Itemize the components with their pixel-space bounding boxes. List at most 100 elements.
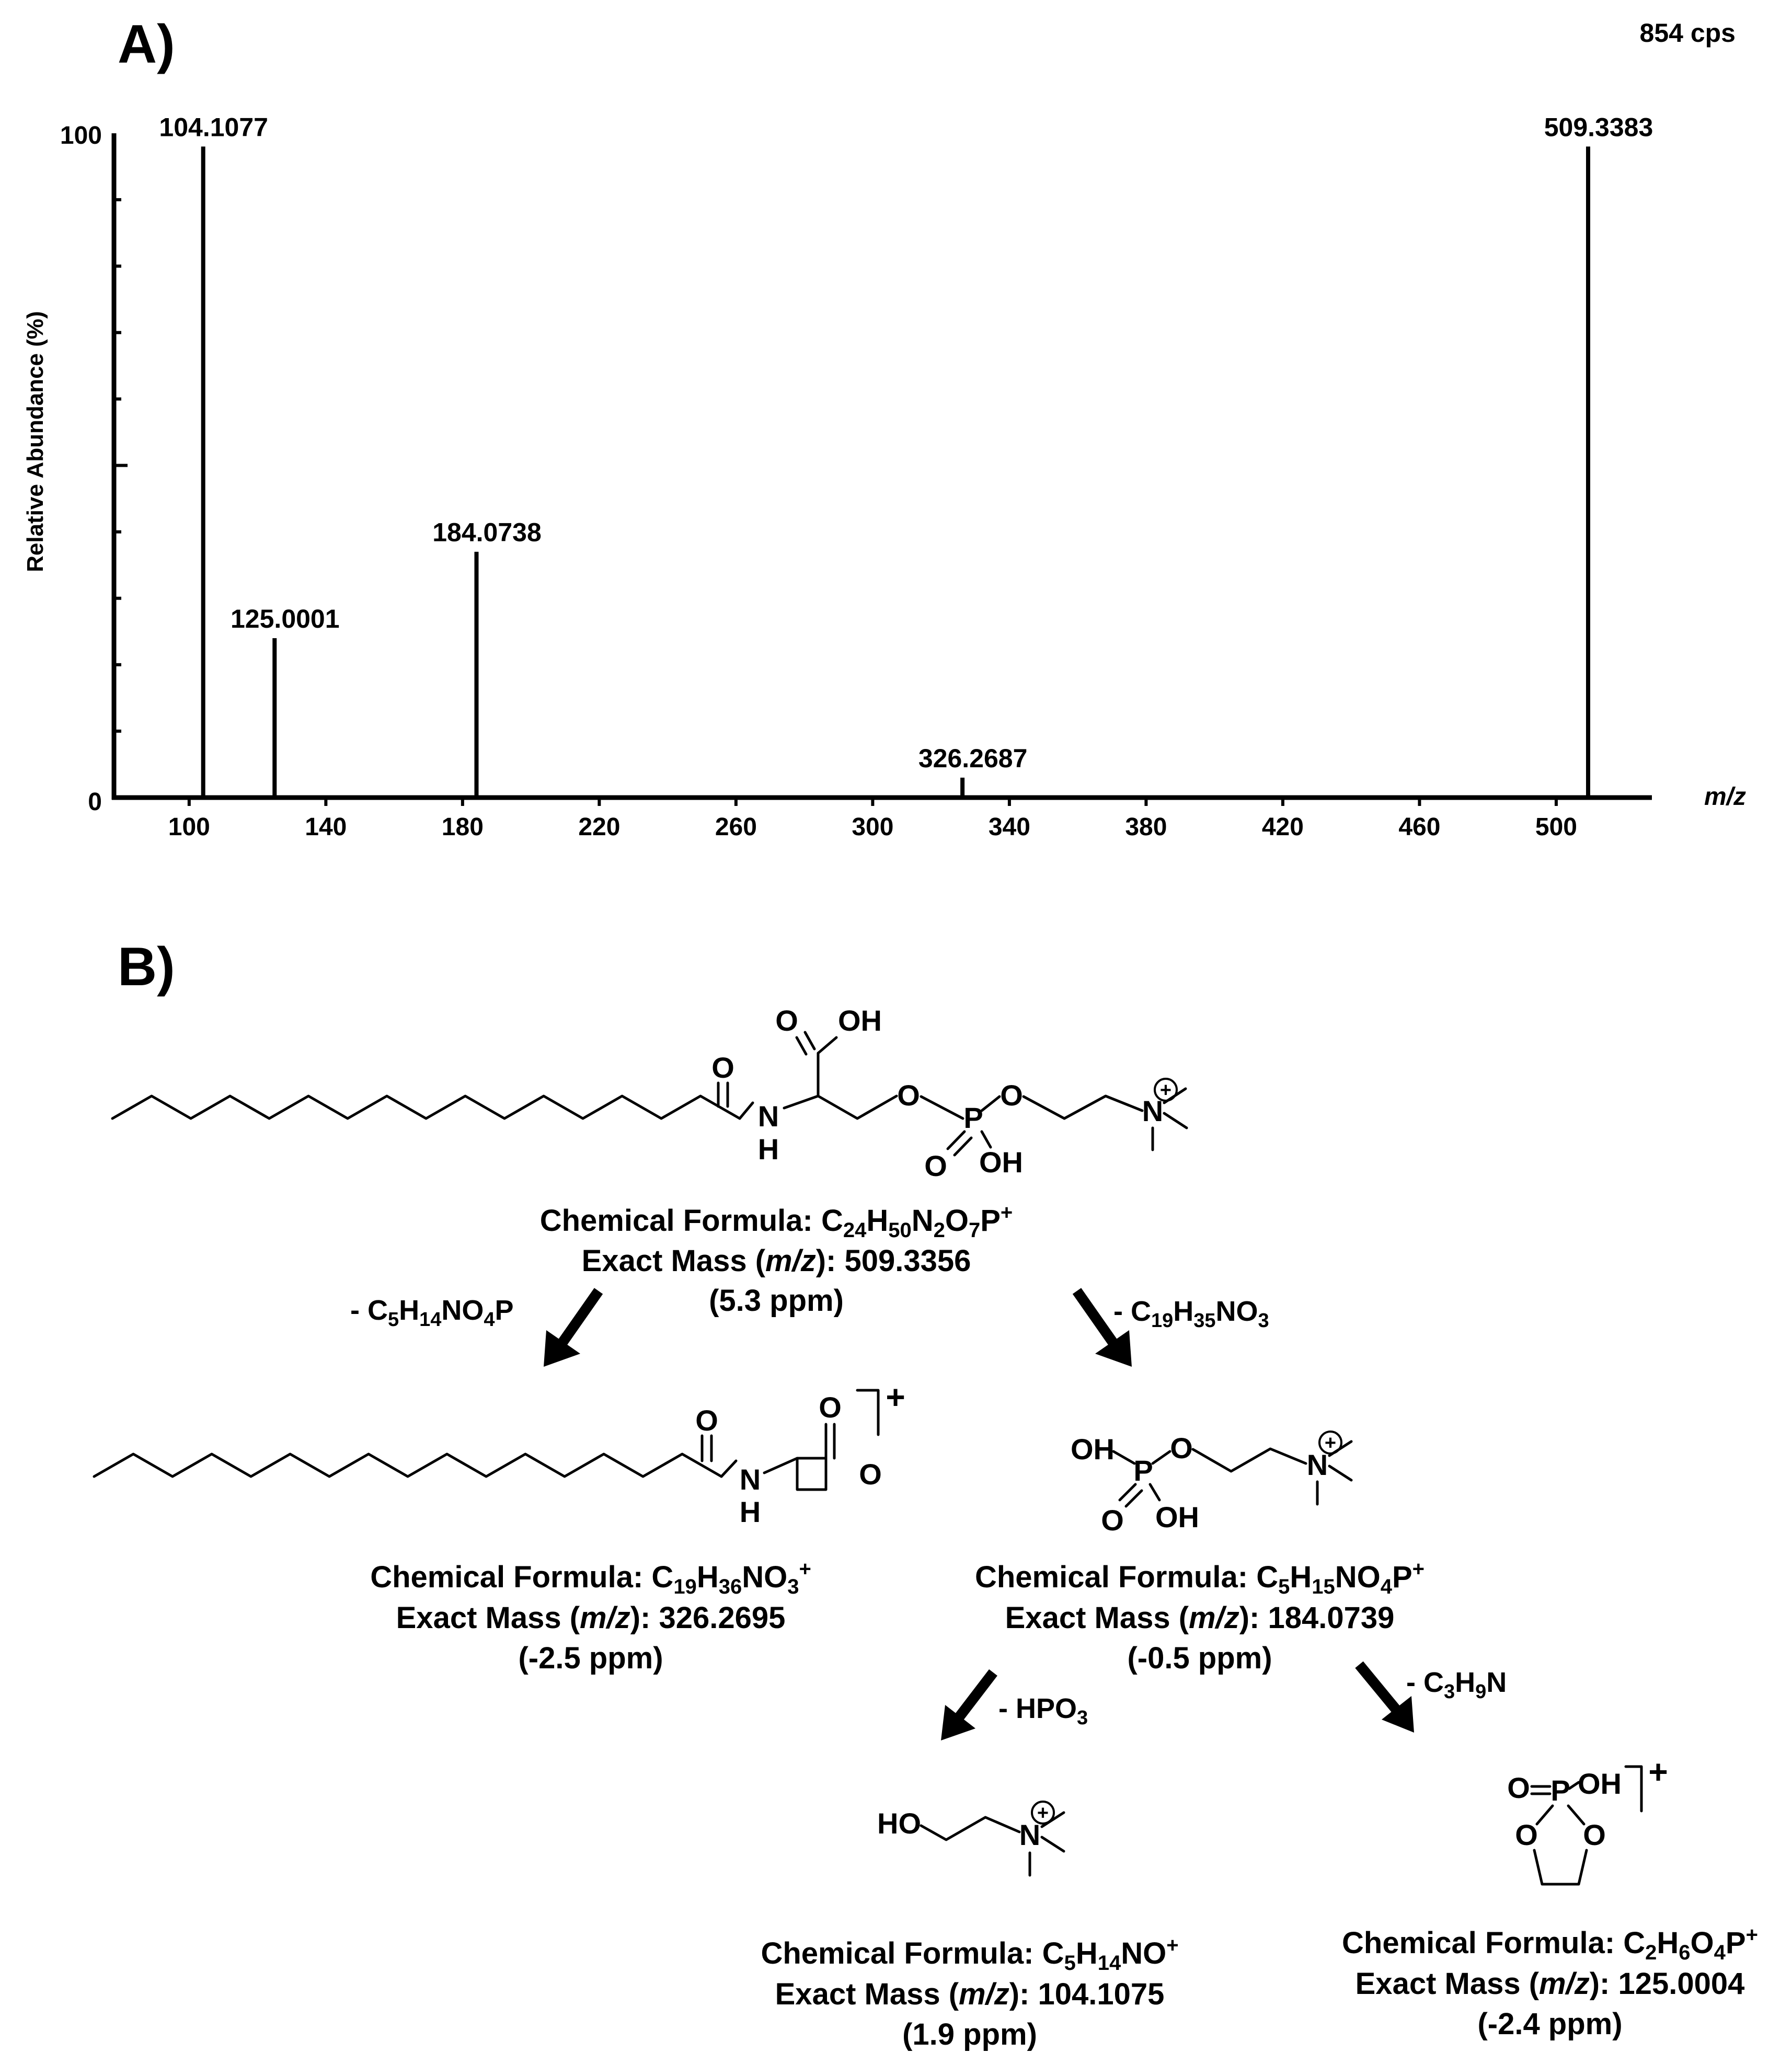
fragment-125-structure: O P OH O O + [1507,1753,1668,1886]
atom-p: P [1550,1774,1570,1807]
x-tick-label: 500 [1535,813,1577,841]
atom-n: N [1019,1818,1040,1851]
parent-structure: O N H O OH O P O O OH N + [111,1004,1188,1182]
fragment-326-mass: Exact Mass (m/z): 326.2695 [396,1601,786,1635]
bond [817,1036,838,1055]
parent-formula: Chemical Formula: C24H50N2O7P+ [540,1201,1013,1242]
x-tick-label: 260 [715,813,757,841]
atom-oh: OH [1071,1433,1115,1466]
bond [1148,1483,1161,1502]
peak-label: 509.3383 [1544,112,1653,142]
ring-bond [1533,1849,1588,1886]
atom-o: O [775,1004,798,1037]
acid-c-o-bond-b [795,1036,808,1056]
atom-o: O [1101,1504,1124,1537]
atom-o: O [1583,1818,1606,1851]
ring-bond [1567,1804,1586,1826]
fragment-104-ppm: (1.9 ppm) [902,2017,1037,2051]
y-tick-0: 0 [88,788,102,816]
charge-plus: + [1325,1432,1336,1454]
atom-p: P [1133,1454,1153,1487]
fragment-184-ppm: (-0.5 ppm) [1127,1641,1272,1675]
atom-o: O [819,1391,842,1424]
fragment-104-formula: Chemical Formula: C5H14NO+ [761,1934,1178,1975]
fatty-chain [93,1452,723,1478]
parent-ppm: (5.3 ppm) [709,1284,844,1318]
p-o-bond-a [1118,1483,1137,1502]
methyl-bond [1040,1836,1065,1853]
fragment-104-mass: Exact Mass (m/z): 104.1075 [775,1977,1165,2011]
atom-o: O [1170,1432,1193,1464]
y-tick-100: 100 [60,122,102,149]
panel-b-label: B) [118,937,175,997]
atom-h: H [740,1495,761,1528]
charge-circle [1031,1801,1055,1825]
fatty-chain [111,1094,741,1120]
arrow-to-104 [941,1669,997,1740]
bracket [856,1389,880,1436]
atom-o: O [711,1051,734,1084]
y-axis-label: Relative Abundance (%) [22,311,48,572]
charge-plus: + [1648,1753,1668,1791]
x-tick-label: 460 [1398,813,1440,841]
arrow-to-326 [544,1288,603,1367]
atom-o: O [897,1079,920,1112]
fragment-326-caption: Chemical Formula: C19H36NO3+ Exact Mass … [370,1558,811,1675]
atom-n: N [758,1100,779,1133]
x-tick-label: 380 [1125,813,1167,841]
bond [1568,1781,1580,1790]
fragment-326-formula: Chemical Formula: C19H36NO3+ [370,1558,811,1598]
loss-to-326: - C5H14NO4P [350,1295,514,1331]
bond [980,1130,992,1149]
peak-label: 184.0738 [432,518,542,547]
methyl-bond [1328,1440,1353,1457]
methyl-bond [1040,1811,1065,1828]
bond [738,1101,754,1120]
y-minor-ticks [114,198,128,733]
atom-h: H [758,1133,779,1166]
peak-label: 104.1077 [159,112,268,142]
x-tick-label: 220 [578,813,620,841]
p-o-bond-b [953,1136,973,1157]
arrow-to-184 [1072,1288,1132,1367]
atom-n: N [740,1463,761,1496]
parent-caption: Chemical Formula: C24H50N2O7P+ Exact Mas… [540,1201,1013,1318]
loss-to-125: - C3H9N [1406,1667,1507,1703]
methyl-bond [1328,1464,1353,1482]
loss-to-184: - C19H35NO3 [1113,1296,1269,1332]
fragment-184-formula: Chemical Formula: C5H15NO4P+ [975,1558,1425,1598]
fragment-125-caption: Chemical Formula: C2H6O4P+ Exact Mass (m… [1342,1923,1758,2041]
bond [1151,1450,1171,1465]
fragment-184-structure: OH P O O OH N + [1071,1431,1353,1537]
bond [1112,1450,1136,1465]
atom-o: O [924,1149,947,1182]
charge-plus: + [886,1378,905,1416]
arrow-to-125 [1355,1661,1414,1733]
methyl-bond [1163,1087,1187,1104]
atom-oh: OH [838,1004,882,1037]
fragment-125-mass: Exact Mass (m/z): 125.0004 [1356,1967,1745,2001]
charge-plus: + [1160,1079,1171,1101]
atom-o: O [695,1404,718,1437]
atom-p: P [963,1101,983,1134]
ring-bond [1535,1804,1554,1826]
atom-o: O [1000,1079,1023,1112]
atom-o: O [859,1458,882,1491]
fragment-104-structure: HO N + [877,1801,1065,1877]
fragment-125-ppm: (-2.4 ppm) [1477,2007,1622,2041]
x-tick-label: 300 [852,813,893,841]
peak-label: 326.2687 [918,744,1028,773]
bond [763,1457,799,1474]
intensity-label: 854 cps [1640,18,1736,48]
bracket [1624,1765,1643,1813]
fragment-104-caption: Chemical Formula: C5H14NO+ Exact Mass (m… [761,1934,1178,2051]
x-tick-label: 340 [989,813,1030,841]
x-tick-label: 100 [168,813,210,841]
fragment-184-caption: Chemical Formula: C5H15NO4P+ Exact Mass … [975,1558,1425,1675]
loss-to-104: - HPO3 [998,1693,1088,1729]
acid-c-o-bond-a [803,1031,816,1051]
